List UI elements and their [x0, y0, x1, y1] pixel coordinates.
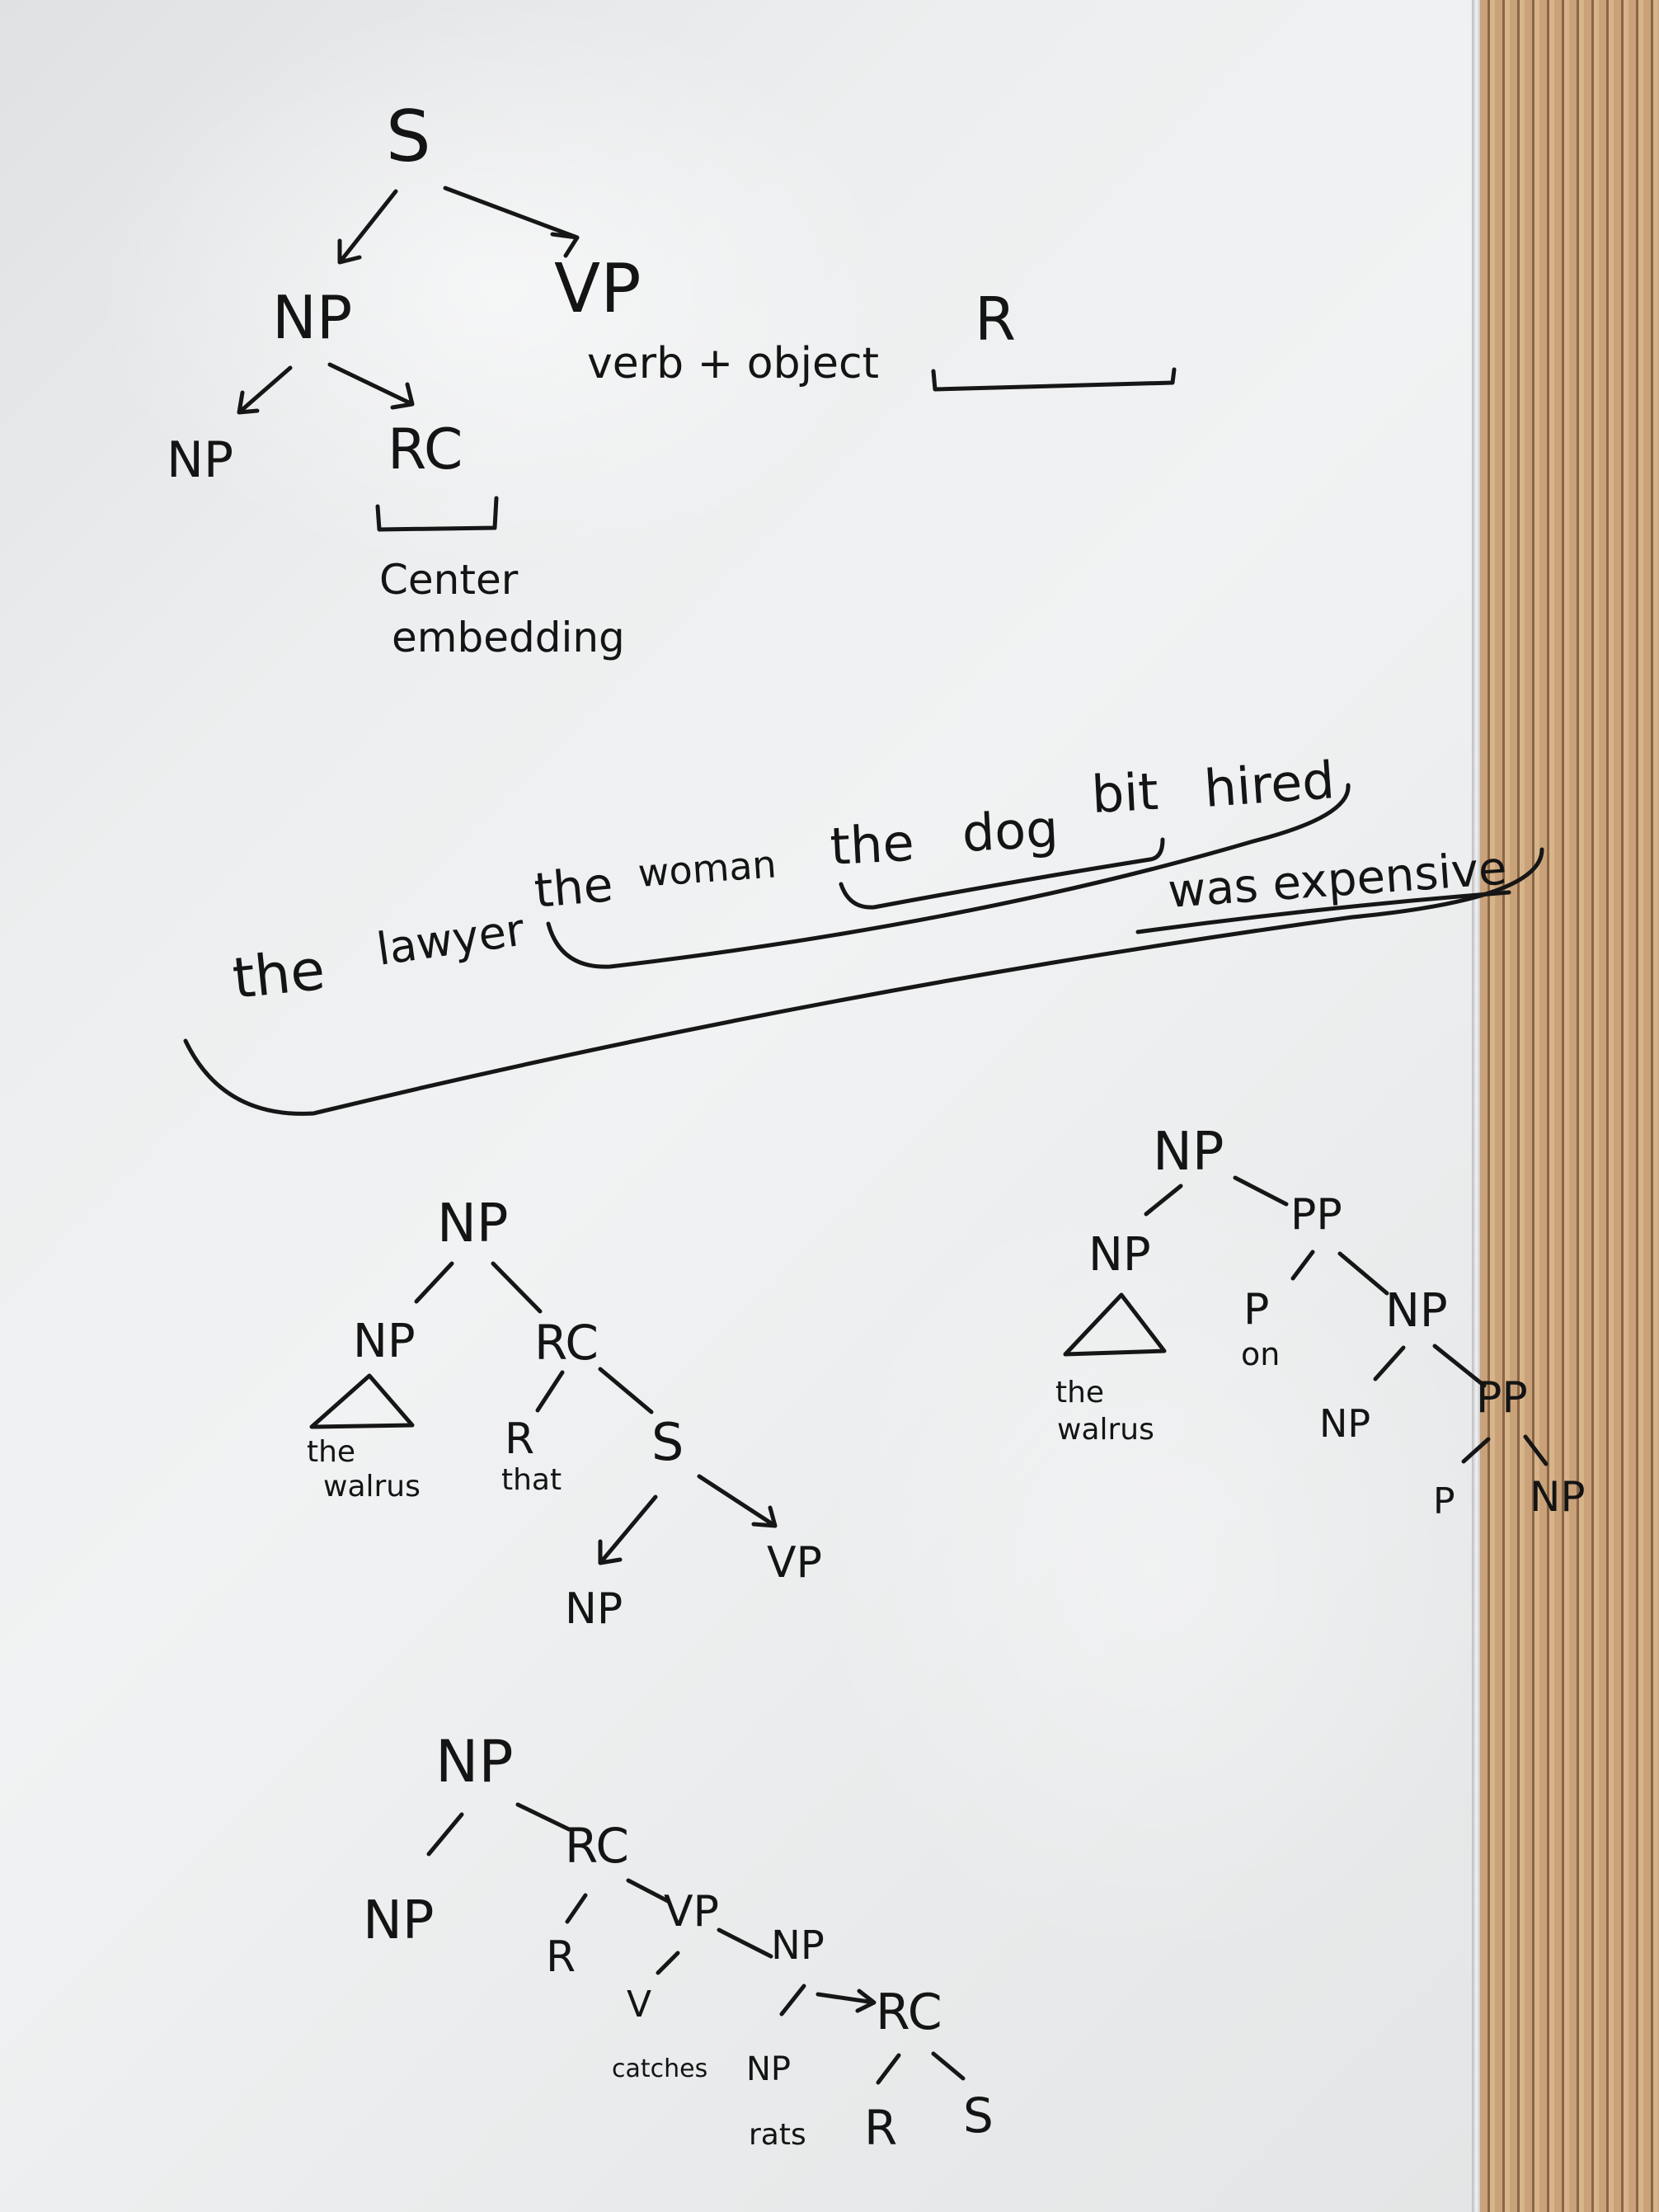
tree4-edge-np-rc [515, 1802, 571, 1832]
tree1-root-label: S [386, 96, 431, 178]
tree4-edge-np-npleft [426, 1812, 464, 1857]
tree4-arrow-npobj-rc [815, 1988, 876, 2013]
tree2-np-label: NP [437, 1193, 508, 1254]
tree1-note-line2: embedding [392, 614, 625, 661]
tree4-r-label: R [546, 1932, 576, 1982]
tree4-np-inner-label: NP [746, 2050, 791, 2088]
tree4-v-label: V [627, 1984, 651, 2026]
tree2-r-label: R [505, 1414, 534, 1464]
tree3-np-left-text1: the [1055, 1376, 1104, 1410]
tree4-rc-inner-label: RC [876, 1984, 942, 2041]
sentence-word-3: the [532, 856, 615, 919]
tree4-edge-rcinner-s [931, 2051, 966, 2081]
tree4-edge-vp-np [717, 1927, 773, 1959]
sentence-word-6: dog [961, 798, 1060, 864]
tree2-triangle [309, 1373, 415, 1429]
sentence-word-1: the [230, 938, 328, 1012]
tree3-edge-pp-p [1290, 1250, 1315, 1281]
tree4-r-inner-label: R [864, 2100, 897, 2156]
tree2-np-left-text2: walrus [323, 1470, 421, 1504]
tree3-np-label: NP [1153, 1122, 1224, 1183]
tree4-v-text: catches [612, 2054, 707, 2083]
tree4-rc-label: RC [565, 1818, 629, 1874]
tree3-pp-label: PP [1290, 1190, 1342, 1240]
sentence-word-8: hired [1202, 750, 1337, 819]
tree4-np-obj-label: NP [771, 1923, 825, 1969]
tree1-rc-label: RC [388, 417, 463, 482]
tree1-r-label: R [975, 285, 1016, 354]
sentence-underline-innermost [839, 837, 1165, 910]
tree2-np-bottom-label: NP [565, 1584, 623, 1634]
tree2-s-label: S [651, 1412, 684, 1472]
tree1-vp-note: verb + object [587, 339, 879, 388]
sentence-word-5: the [829, 812, 915, 877]
tree4-edge-rc-r [565, 1893, 588, 1924]
tree1-vp-label: VP [554, 250, 642, 328]
tree1-arrow-np-np [237, 365, 293, 415]
tree2-np-left-label: NP [353, 1315, 416, 1368]
sentence-underline-outer [183, 847, 1544, 1116]
tree3-triangle [1063, 1292, 1167, 1357]
tree2-np-left-text1: the [307, 1435, 355, 1469]
tree4-vp-label: VP [664, 1887, 719, 1937]
tree1-rc-slot-bracket [375, 496, 499, 532]
tree3-edge-ppinner-np [1523, 1434, 1549, 1466]
tree1-arrow-np-rc [327, 362, 415, 410]
sentence-underline-predicate [1135, 890, 1511, 934]
sentence-word-2: lawyer [374, 903, 528, 975]
tree1-arrow-s-vp [443, 186, 580, 258]
tree3-p-label: P [1243, 1285, 1269, 1334]
tree-1: S NP VP verb + object R NP RC Center emb… [167, 96, 1177, 661]
tree-2: NP NP the walrus RC R that S NP VP [307, 1193, 822, 1634]
sentence-word-7: bit [1090, 761, 1160, 825]
tree4-s-inner-label: S [963, 2087, 994, 2144]
tree3-np-left-label: NP [1088, 1228, 1151, 1282]
tree3-pp-inner-label: PP [1476, 1373, 1528, 1423]
tree3-np-right-label: NP [1385, 1284, 1448, 1338]
wooden-slat-wall [1480, 0, 1659, 2212]
tree1-r-slot-bracket [931, 367, 1177, 392]
tree3-np-left-text2: walrus [1057, 1413, 1154, 1447]
tree2-r-text: that [501, 1463, 562, 1497]
tree4-np-inner-text: rats [749, 2118, 806, 2152]
tree-4: NP NP RC R VP V catches NP NP rats RC R … [363, 1728, 994, 2156]
tree1-np-label: NP [272, 283, 352, 352]
tree1-arrow-s-np [337, 189, 398, 265]
tree3-edge-ppinner-p [1461, 1437, 1491, 1464]
center-embedded-sentence: the lawyer the woman the dog bit hired w… [183, 750, 1544, 1116]
tree2-edge-np-npleft [414, 1261, 454, 1304]
sentence-word-4: woman [637, 841, 778, 896]
tree1-np-child-label: NP [167, 431, 233, 489]
sentence-underline-middle [546, 783, 1351, 969]
tree3-edge-npright-npinner [1373, 1345, 1406, 1381]
tree3-np-inner-label: NP [1319, 1401, 1370, 1446]
tree4-edge-npobj-npinner [779, 1984, 806, 2017]
tree4-np-label: NP [435, 1728, 514, 1795]
tree4-edge-rcinner-r [876, 2053, 901, 2085]
tree3-p-text: on [1241, 1336, 1280, 1372]
tree3-edge-pp-np [1337, 1251, 1389, 1296]
tree3-edge-npright-pp [1432, 1344, 1487, 1388]
tree3-edge-np-npleft [1144, 1184, 1183, 1217]
tree-3: NP NP the walrus PP P on NP NP PP P NP [1055, 1122, 1586, 1523]
tree3-np-last-label: NP [1530, 1473, 1586, 1521]
tree2-arrow-s-np [598, 1494, 658, 1565]
tree2-rc-label: RC [534, 1315, 599, 1371]
tree2-edge-np-rc [491, 1261, 543, 1314]
tree4-edge-vp-v [656, 1951, 680, 1975]
tree4-np-left-label: NP [363, 1890, 434, 1951]
tree3-edge-np-pp [1233, 1175, 1289, 1207]
tree1-note-line1: Center [379, 556, 519, 604]
tree2-arrow-s-vp [697, 1474, 778, 1528]
tree2-edge-rc-s [598, 1367, 654, 1414]
tree4-edge-rc-vp [626, 1878, 670, 1904]
tree2-vp-label: VP [767, 1538, 822, 1588]
tree3-p-inner-label: P [1433, 1480, 1455, 1523]
tree2-edge-rc-r [535, 1370, 565, 1413]
